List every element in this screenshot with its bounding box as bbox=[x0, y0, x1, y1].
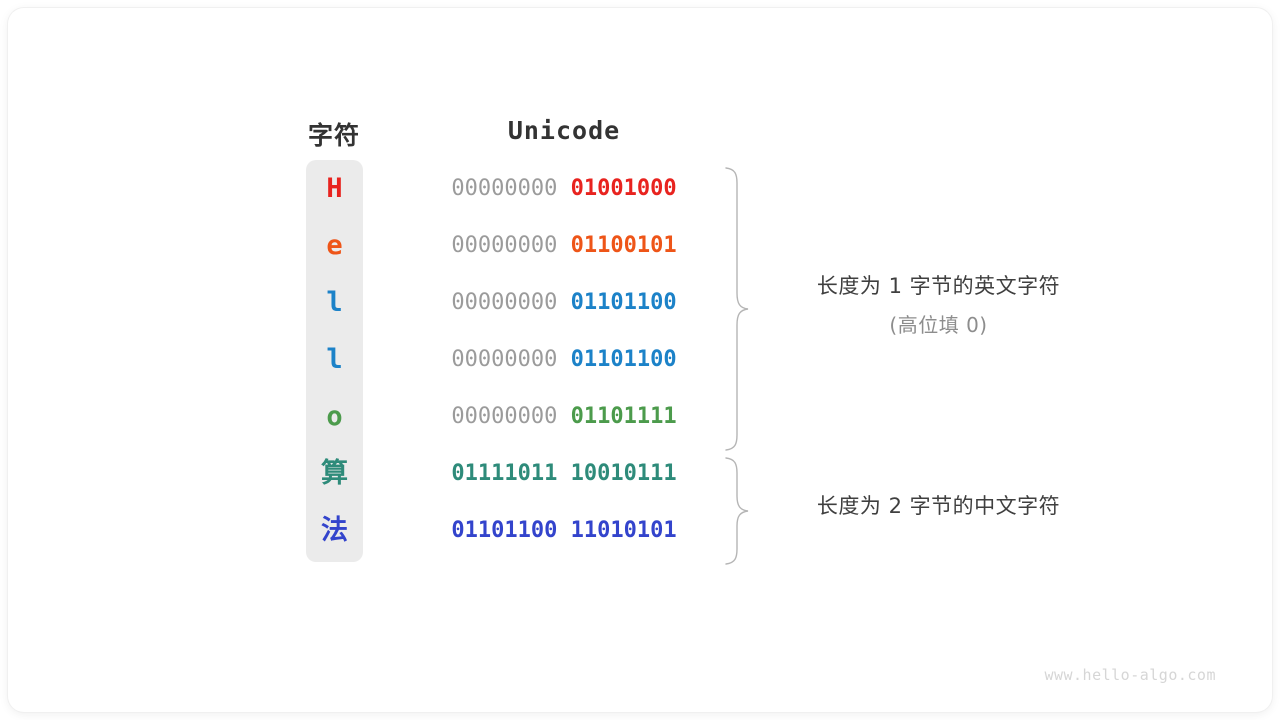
byte-low: 01101100 bbox=[570, 347, 677, 372]
byte-high: 01101100 bbox=[451, 518, 558, 543]
byte-high: 00000000 bbox=[451, 233, 558, 258]
row-character: l bbox=[326, 344, 343, 375]
byte-low: 01001000 bbox=[570, 176, 677, 201]
character-column-background bbox=[306, 160, 363, 562]
row-binary: 00000000 01101100 bbox=[428, 274, 700, 331]
byte-low: 11010101 bbox=[570, 518, 677, 543]
row-character: 算 bbox=[321, 458, 348, 489]
row-binary: 00000000 01101100 bbox=[428, 331, 700, 388]
row-binary: 00000000 01101111 bbox=[428, 388, 700, 445]
row-binary: 00000000 01100101 bbox=[428, 217, 700, 274]
brace-cjk bbox=[725, 457, 749, 565]
annotation-ascii: 长度为 1 字节的英文字符 (高位填 0) bbox=[776, 270, 1101, 338]
row-binary: 01111011 10010111 bbox=[428, 445, 700, 502]
column-header-unicode: Unicode bbox=[507, 116, 621, 145]
byte-low: 10010111 bbox=[570, 461, 677, 486]
row-character: H bbox=[326, 173, 343, 204]
byte-high: 01111011 bbox=[451, 461, 558, 486]
unicode-encoding-diagram: 字符 Unicode H 00000000 01001000 e 00000000 0… bbox=[8, 8, 1272, 712]
row-binary: 01101100 11010101 bbox=[428, 502, 700, 559]
page-card: 字符 Unicode H 00000000 01001000 e 00000000 0… bbox=[8, 8, 1272, 712]
byte-low: 01101111 bbox=[570, 404, 677, 429]
byte-high: 00000000 bbox=[451, 290, 558, 315]
brace-ascii bbox=[725, 167, 749, 451]
annotation-cjk: 长度为 2 字节的中文字符 bbox=[776, 490, 1101, 520]
row-character: l bbox=[326, 287, 343, 318]
row-binary: 00000000 01001000 bbox=[428, 160, 700, 217]
row-character: e bbox=[326, 230, 343, 261]
column-header-character: 字符 bbox=[307, 122, 360, 150]
row-character: 法 bbox=[321, 515, 348, 546]
annotation-cjk-line1: 长度为 2 字节的中文字符 bbox=[816, 494, 1061, 518]
watermark: www.hello-algo.com bbox=[1044, 666, 1216, 684]
byte-high: 00000000 bbox=[451, 176, 558, 201]
annotation-ascii-line2: (高位填 0) bbox=[889, 313, 988, 337]
row-character: o bbox=[326, 401, 343, 432]
byte-high: 00000000 bbox=[451, 347, 558, 372]
annotation-ascii-line1: 长度为 1 字节的英文字符 bbox=[816, 274, 1061, 298]
byte-high: 00000000 bbox=[451, 404, 558, 429]
byte-low: 01101100 bbox=[570, 290, 677, 315]
byte-low: 01100101 bbox=[570, 233, 677, 258]
